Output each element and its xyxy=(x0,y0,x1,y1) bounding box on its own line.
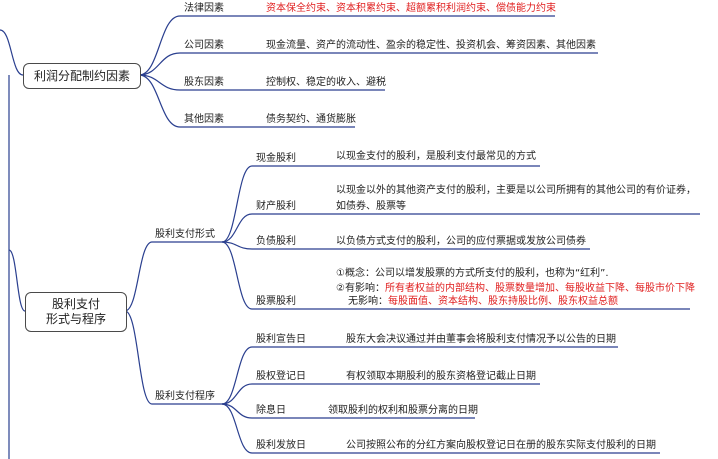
form-connector xyxy=(124,241,153,312)
factor-legal-label[interactable]: 法律因素 xyxy=(184,3,224,14)
stock-dividend-noimpact-prefix: 无影响： xyxy=(348,296,388,307)
stock-dividend-impact-line: ②有影响：所有者权益的内部结构、股票数量增加、每股收益下降、每股市价下降 ； xyxy=(336,283,718,295)
property-dividend-desc-line2: 如债券、股票等 xyxy=(336,201,406,212)
node-profit-factors-label: 利润分配制约因素 xyxy=(33,68,130,83)
factor-other-label[interactable]: 其他因素 xyxy=(184,114,224,125)
factor-connector-0 xyxy=(138,15,181,76)
factor-shareholder-desc: 控制权、稳定的收入、避税 xyxy=(266,77,386,88)
stock-dividend-concept: ①概念：公司以增发股票的方式所支付的股利，也称为“红利”. xyxy=(336,268,609,279)
form-item-connector-3 xyxy=(221,241,253,310)
factor-company-label[interactable]: 公司因素 xyxy=(184,40,224,51)
node-profit-factors[interactable]: 利润分配制约因素 xyxy=(23,63,141,89)
record-date-desc: 有权领取本期股利的股东资格登记截止日期 xyxy=(346,371,536,382)
trunk-curve-top xyxy=(0,29,24,76)
factor-connector-3 xyxy=(138,74,181,128)
property-dividend-label[interactable]: 财产股利 xyxy=(256,201,296,212)
declaration-date-desc: 股东大会决议通过并由董事会将股利支付情况予以公告的日期 xyxy=(346,334,616,345)
payment-form-label[interactable]: 股利支付形式 xyxy=(155,229,215,240)
form-item-connector-0 xyxy=(221,165,253,243)
record-date-label[interactable]: 股权登记日 xyxy=(256,371,306,382)
stock-dividend-impact-suffix: ； xyxy=(717,283,718,294)
stock-dividend-label[interactable]: 股票股利 xyxy=(256,296,296,307)
cash-dividend-desc: 以现金支付的股利，是股利支付最常见的方式 xyxy=(336,151,536,162)
node-dividend-forms-line1: 股利支付 xyxy=(51,297,100,311)
procedure-item-connector-0 xyxy=(221,346,253,405)
payment-date-label[interactable]: 股利发放日 xyxy=(256,440,306,451)
procedure-connector xyxy=(124,310,153,405)
stock-dividend-noimpact-line: 无影响：每股面值、资本结构、股东持股比例、股东权益总额 xyxy=(348,296,618,308)
factor-connector-1 xyxy=(138,52,181,76)
stock-dividend-noimpact: 每股面值、资本结构、股东持股比例、股东权益总额 xyxy=(388,296,618,307)
procedure-item-connector-3 xyxy=(221,403,253,454)
procedure-item-connector-1 xyxy=(221,383,253,405)
ex-dividend-date-desc: 领取股利的权利和股票分离的日期 xyxy=(328,405,478,416)
declaration-date-label[interactable]: 股利宣告日 xyxy=(256,334,306,345)
node-dividend-forms-line2: 形式与程序 xyxy=(45,312,106,326)
cash-dividend-label[interactable]: 现金股利 xyxy=(256,153,296,164)
factor-legal-desc: 资本保全约束、资本积累约束、超额累积利润约束、偿债能力约束 xyxy=(266,3,556,14)
stock-dividend-impact-prefix: ②有影响： xyxy=(336,283,385,294)
debt-dividend-desc: 以负债方式支付的股利，公司的应付票据或发放公司债券 xyxy=(336,236,586,247)
factor-other-desc: 债务契约、通货膨胀 xyxy=(266,114,356,125)
trunk-curve-mid xyxy=(8,249,26,312)
stock-dividend-impact: 所有者权益的内部结构、股票数量增加、每股收益下降、每股市价下降 xyxy=(384,283,695,294)
ex-dividend-date-label[interactable]: 除息日 xyxy=(256,405,286,416)
property-dividend-desc-line1: 以现金以外的其他资产支付的股利，主要是以公司所拥有的其他公司的有价证券， xyxy=(336,185,696,196)
payment-date-desc: 公司按照公布的分红方案向股权登记日在册的股东实际支付股利的日期 xyxy=(346,440,656,451)
form-item-connector-1 xyxy=(221,213,253,243)
payment-procedure-label[interactable]: 股利支付程序 xyxy=(155,391,215,402)
debt-dividend-label[interactable]: 负债股利 xyxy=(256,236,296,247)
factor-company-desc: 现金流量、资产的流动性、盈余的稳定性、投资机会、筹资因素、其他因素 xyxy=(266,40,596,51)
factor-shareholder-label[interactable]: 股东因素 xyxy=(184,77,224,88)
form-item-connector-2 xyxy=(221,241,253,250)
node-dividend-forms[interactable]: 股利支付 形式与程序 xyxy=(25,292,127,332)
